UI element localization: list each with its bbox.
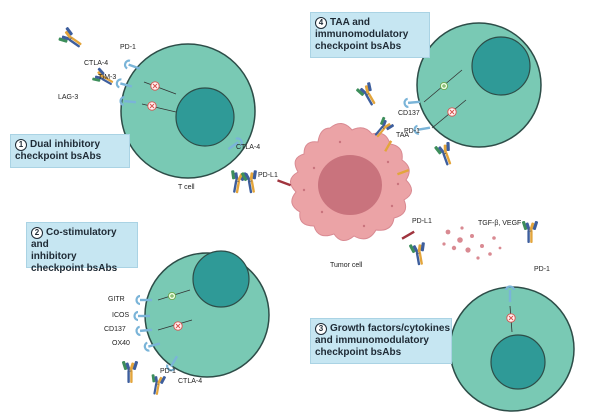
tumor-pdl1-receptors (277, 140, 415, 240)
panel-4-number: 4 (315, 17, 327, 29)
label-lag3: LAG-3 (58, 94, 79, 101)
panel-4-antibodies (354, 69, 467, 169)
label-taa: TAA (396, 132, 410, 139)
panel-3-title-line-1: Growth factors/cytokines (330, 323, 451, 334)
label-ctla4-panel-2: CTLA-4 (178, 378, 203, 385)
label-pd1-panel-4: PD-1 (404, 128, 420, 135)
panel-4-title-line-2: immunomodulatory (315, 29, 409, 40)
panel-2-title-line-3: checkpoint bsAbs (31, 263, 118, 274)
label-ox40: OX40 (112, 340, 130, 347)
label-tim3: TIM-3 (98, 74, 117, 81)
growth-factor-dots (442, 226, 502, 260)
label-pd1-panel-1: PD-1 (120, 44, 136, 51)
label-growth-factors: TGF-β, VEGF (478, 220, 522, 227)
t-cell-2 (144, 250, 270, 378)
label-t-cell: T cell (178, 184, 195, 191)
panel-3-antibodies (408, 220, 539, 333)
label-pdl1-right: PD-L1 (412, 218, 432, 225)
panel-4-title-line-1: TAA and (330, 17, 370, 28)
label-cd137-panel-4: CD137 (398, 110, 420, 117)
label-pd1-panel-3: PD-1 (534, 266, 550, 273)
panel-3-number: 3 (315, 323, 327, 335)
panel-2-title-line-1: Co-stimulatory and (31, 227, 117, 250)
label-ctla4-right: CTLA-4 (236, 144, 261, 151)
label-pd1-panel-2: PD-1 (160, 368, 176, 375)
panel-3-title-line-2: and immunomodulatory (315, 335, 429, 346)
panel-1-antibodies (57, 25, 248, 195)
panel-1-title-line-2: checkpoint bsAbs (15, 151, 102, 162)
tumor-cell (290, 123, 412, 241)
panel-2-title-line-2: inhibitory (31, 251, 77, 262)
panel-2-antibodies (121, 169, 262, 397)
t-cell-1 (120, 43, 256, 179)
label-tumor-cell: Tumor cell (330, 262, 363, 269)
panel-1-number: 1 (15, 139, 27, 151)
t-cell-4 (416, 22, 542, 148)
label-cd137-panel-2: CD137 (104, 326, 126, 333)
label-pdl1-left: PD-L1 (258, 172, 278, 179)
t-cell-3 (449, 286, 575, 412)
panel-1-title-line-1: Dual inhibitory (30, 139, 100, 150)
panel-3-title-line-3: checkpoint bsAbs (315, 347, 402, 358)
panel-4-title-line-3: checkpoint bsAbs (315, 41, 402, 52)
label-icos: ICOS (112, 312, 130, 319)
label-gitr: GITR (108, 296, 125, 303)
panel-2-number: 2 (31, 227, 43, 239)
label-ctla4-panel-1: CTLA-4 (84, 60, 109, 67)
